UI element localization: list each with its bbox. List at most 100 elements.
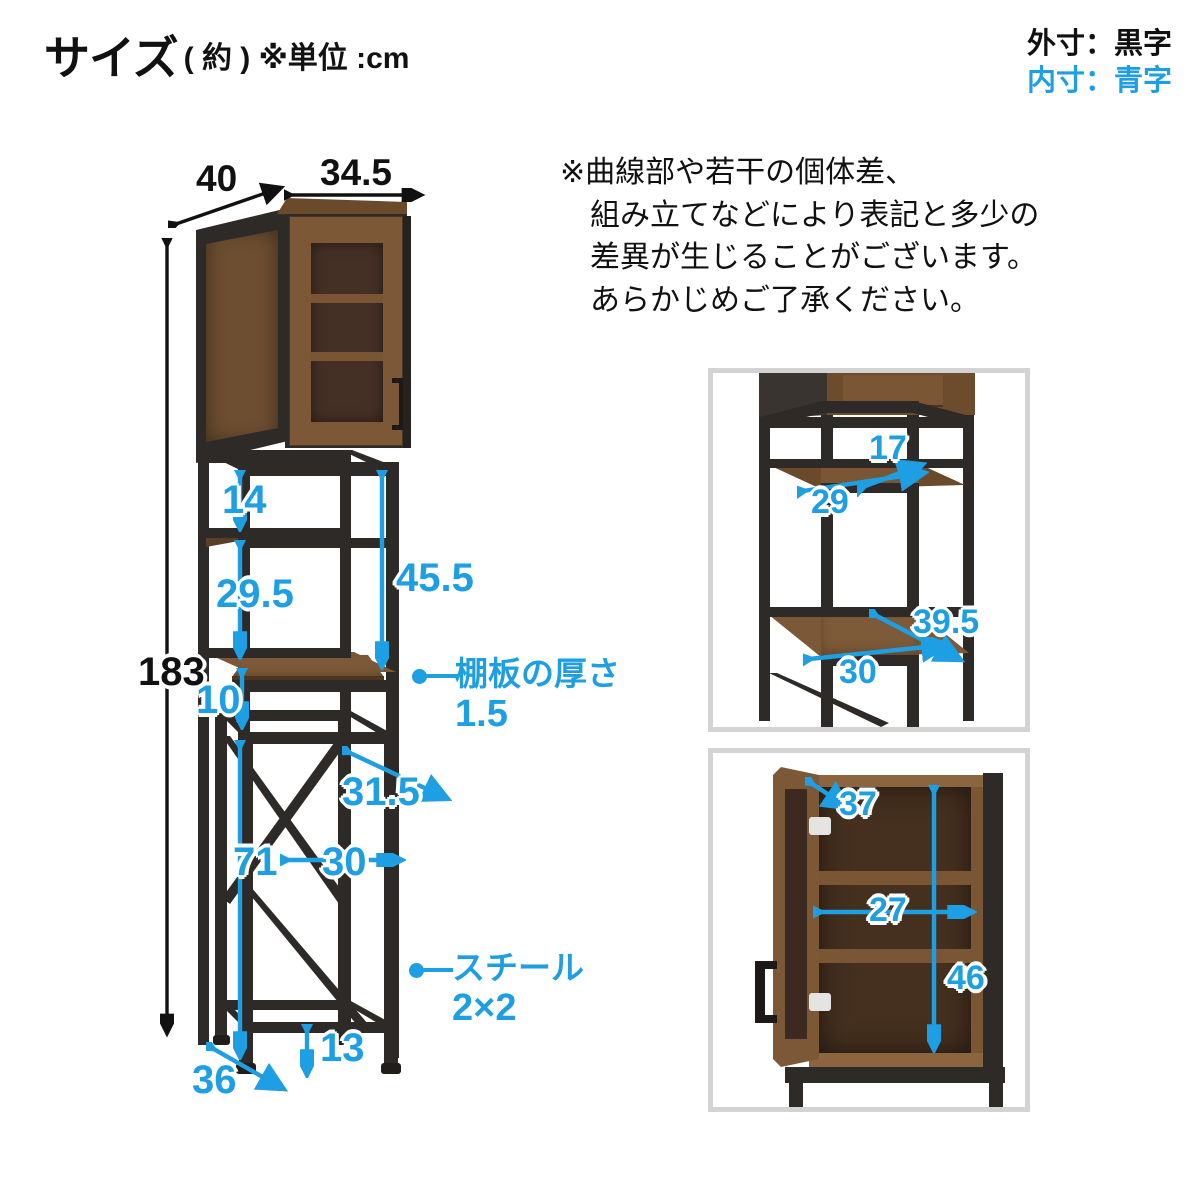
rack-shelf-large-surface [232, 655, 384, 677]
inset-rail-rear-top [759, 417, 974, 428]
cabinet-dim-27-line [813, 905, 977, 919]
rack-shelf-middle [248, 538, 388, 547]
shelf-thickness-value: 1.5 [455, 692, 508, 735]
legend-outer-dimension: 外寸：黒字 [1026, 28, 1172, 60]
inset-post-front-left [821, 401, 833, 727]
inset-dim-29-line [797, 465, 929, 499]
dimension-inner-width-lower-value: 30 [322, 840, 367, 884]
rack-connector-left-top [199, 450, 244, 472]
dimension-open-height-line [375, 470, 389, 670]
dimension-shelf-to-frame-value: 10 [196, 678, 241, 722]
dimension-total-height-line [160, 238, 174, 1038]
rack-post-rear-left [198, 455, 209, 1045]
dimension-shelf-gap-mid-value: 29.5 [216, 572, 294, 616]
dimension-shelf-to-frame-line [235, 668, 249, 730]
cabinet-door-glass [311, 243, 383, 422]
note-line-2: 組み立てなどにより表記と多少の [590, 198, 1040, 232]
shelf-thickness-callout: 棚板の厚さ 1.5 [455, 655, 620, 736]
rack-shelf-middle-rail-rear [198, 528, 351, 538]
dimension-lower-open-height-line [233, 740, 247, 1060]
dimension-inner-depth-lower-value: 31.5 [342, 770, 420, 814]
disclaimer-note: ※曲線部や若干の個体差、 組み立てなどにより表記と多少の 差異が生じることがござ… [560, 152, 1180, 322]
cabinet-inset-leg-left [789, 1079, 803, 1107]
dimension-open-height-value: 45.5 [396, 556, 474, 600]
note-line-3: 差異が生じることがございます。 [590, 241, 1037, 275]
dimension-inner-width-lower-line [280, 853, 406, 867]
dimension-foot-depth-line [206, 1042, 288, 1094]
lower-post-rear-left [215, 714, 227, 1040]
rack-shelf-large-rail-rear [198, 648, 351, 658]
dimension-width-top-value: 34.5 [320, 152, 393, 193]
cabinet-inset-shelf-upper [819, 871, 971, 885]
shelf-thickness-callout-dot [412, 669, 427, 684]
inset-dim-30-value: 30 [839, 653, 877, 691]
cabinet-front-frame [285, 214, 407, 448]
cabinet-door-handle[interactable] [399, 378, 406, 430]
cabinet-inset-handle-arm-bottom [755, 1015, 777, 1023]
cabinet-inset-top-edge [809, 775, 985, 787]
dimension-foot-height-line [300, 1024, 314, 1078]
dimension-gap-upper-line [233, 470, 247, 532]
cabinet-inset-base-rail [785, 1067, 1005, 1083]
dimension-depth-top-value: 40 [196, 158, 238, 199]
rack-top-rail-rear [198, 450, 351, 463]
steel-callout: スチール 2×2 [452, 949, 584, 1030]
dimension-gap-upper-value: 14 [222, 478, 267, 522]
cabinet-dim-37-value: 37 [839, 785, 877, 823]
cabinet-dim-37-line [805, 777, 853, 815]
note-line-4: あらかじめご了承ください。 [590, 283, 980, 317]
cabinet-side-panel [196, 208, 288, 463]
steel-label: スチール [452, 949, 584, 986]
page-title-sub: ( 約 ) ※単位 :cm [183, 42, 410, 75]
shelf-thickness-callout-leader [424, 674, 458, 678]
legend-inner-dimension: 内寸：青字 [1026, 65, 1172, 98]
cabinet-inset-hinge-top [809, 817, 831, 835]
cabinet-inset-leg-right [989, 1079, 1003, 1107]
inset-post-rear-left [759, 379, 770, 721]
inset-post-front-right [907, 401, 919, 727]
cabinet-door-handle-arm-top [392, 378, 402, 383]
cabinet-inset-handle-arm-top [755, 961, 777, 969]
cabinet-dim-27-value: 27 [869, 891, 907, 929]
inset-large-shelf-rail-rear [759, 607, 974, 617]
page-title-main: サイズ [44, 32, 179, 84]
cabinet-side-wood [206, 230, 278, 442]
dimension-inner-depth-lower-line [342, 746, 452, 804]
inset-panel-shelves: 17 29 39.5 30 [708, 368, 1030, 732]
inset-rail-front-top [821, 401, 919, 413]
dimension-foot-depth-value: 36 [192, 1058, 237, 1102]
rack-shelf-large-edge [232, 676, 384, 684]
inset-dim-30-line [803, 637, 951, 667]
cabinet-inset-steel-post [983, 773, 1003, 1073]
cabinet-inner-shelf-1 [311, 294, 383, 303]
cabinet-inset-bottom-edge [809, 1053, 985, 1067]
cabinet-inset-hinge-bottom [809, 993, 831, 1011]
dimension-shelf-gap-mid-line [233, 540, 247, 660]
cabinet-inset-interior [819, 787, 971, 1053]
lower-connector-right [339, 710, 389, 740]
inset-dim-17-value: 17 [869, 429, 907, 467]
page-title: サイズ( 約 ) ※単位 :cm [44, 22, 409, 88]
dimension-width-top-line [284, 188, 426, 202]
cabinet-door-handle-arm-bottom [392, 425, 402, 430]
dimension-total-height-value: 183 [138, 650, 205, 694]
lower-rail-front-top [239, 732, 398, 744]
cabinet-inner-shelf-2 [311, 352, 383, 361]
inset-dim-29-value: 29 [811, 483, 849, 521]
inset-dim-395-value: 39.5 [913, 603, 980, 641]
inset-panel-cabinet: 37 27 46 [708, 748, 1030, 1112]
cabinet-dim-46-value: 46 [947, 959, 985, 997]
steel-callout-dot [409, 963, 424, 978]
note-line-1: ※曲線部や若干の個体差、 [560, 156, 916, 189]
cabinet-door[interactable] [289, 216, 403, 446]
cabinet-inset-door-glass [785, 789, 807, 1039]
cabinet-inset-door-handle[interactable] [755, 961, 765, 1023]
foot-cap-front-right [381, 1063, 401, 1074]
x-brace-stroke-c [238, 880, 368, 1030]
dimension-depth-top-line [168, 182, 288, 228]
cabinet-dim-46-line [927, 785, 941, 1053]
dimension-lower-open-height-value: 71 [233, 840, 278, 884]
legend: 外寸：黒字 内寸：青字 [1027, 26, 1172, 100]
cabinet-right-edge [403, 216, 411, 448]
dimension-foot-height-value: 13 [320, 1026, 365, 1070]
